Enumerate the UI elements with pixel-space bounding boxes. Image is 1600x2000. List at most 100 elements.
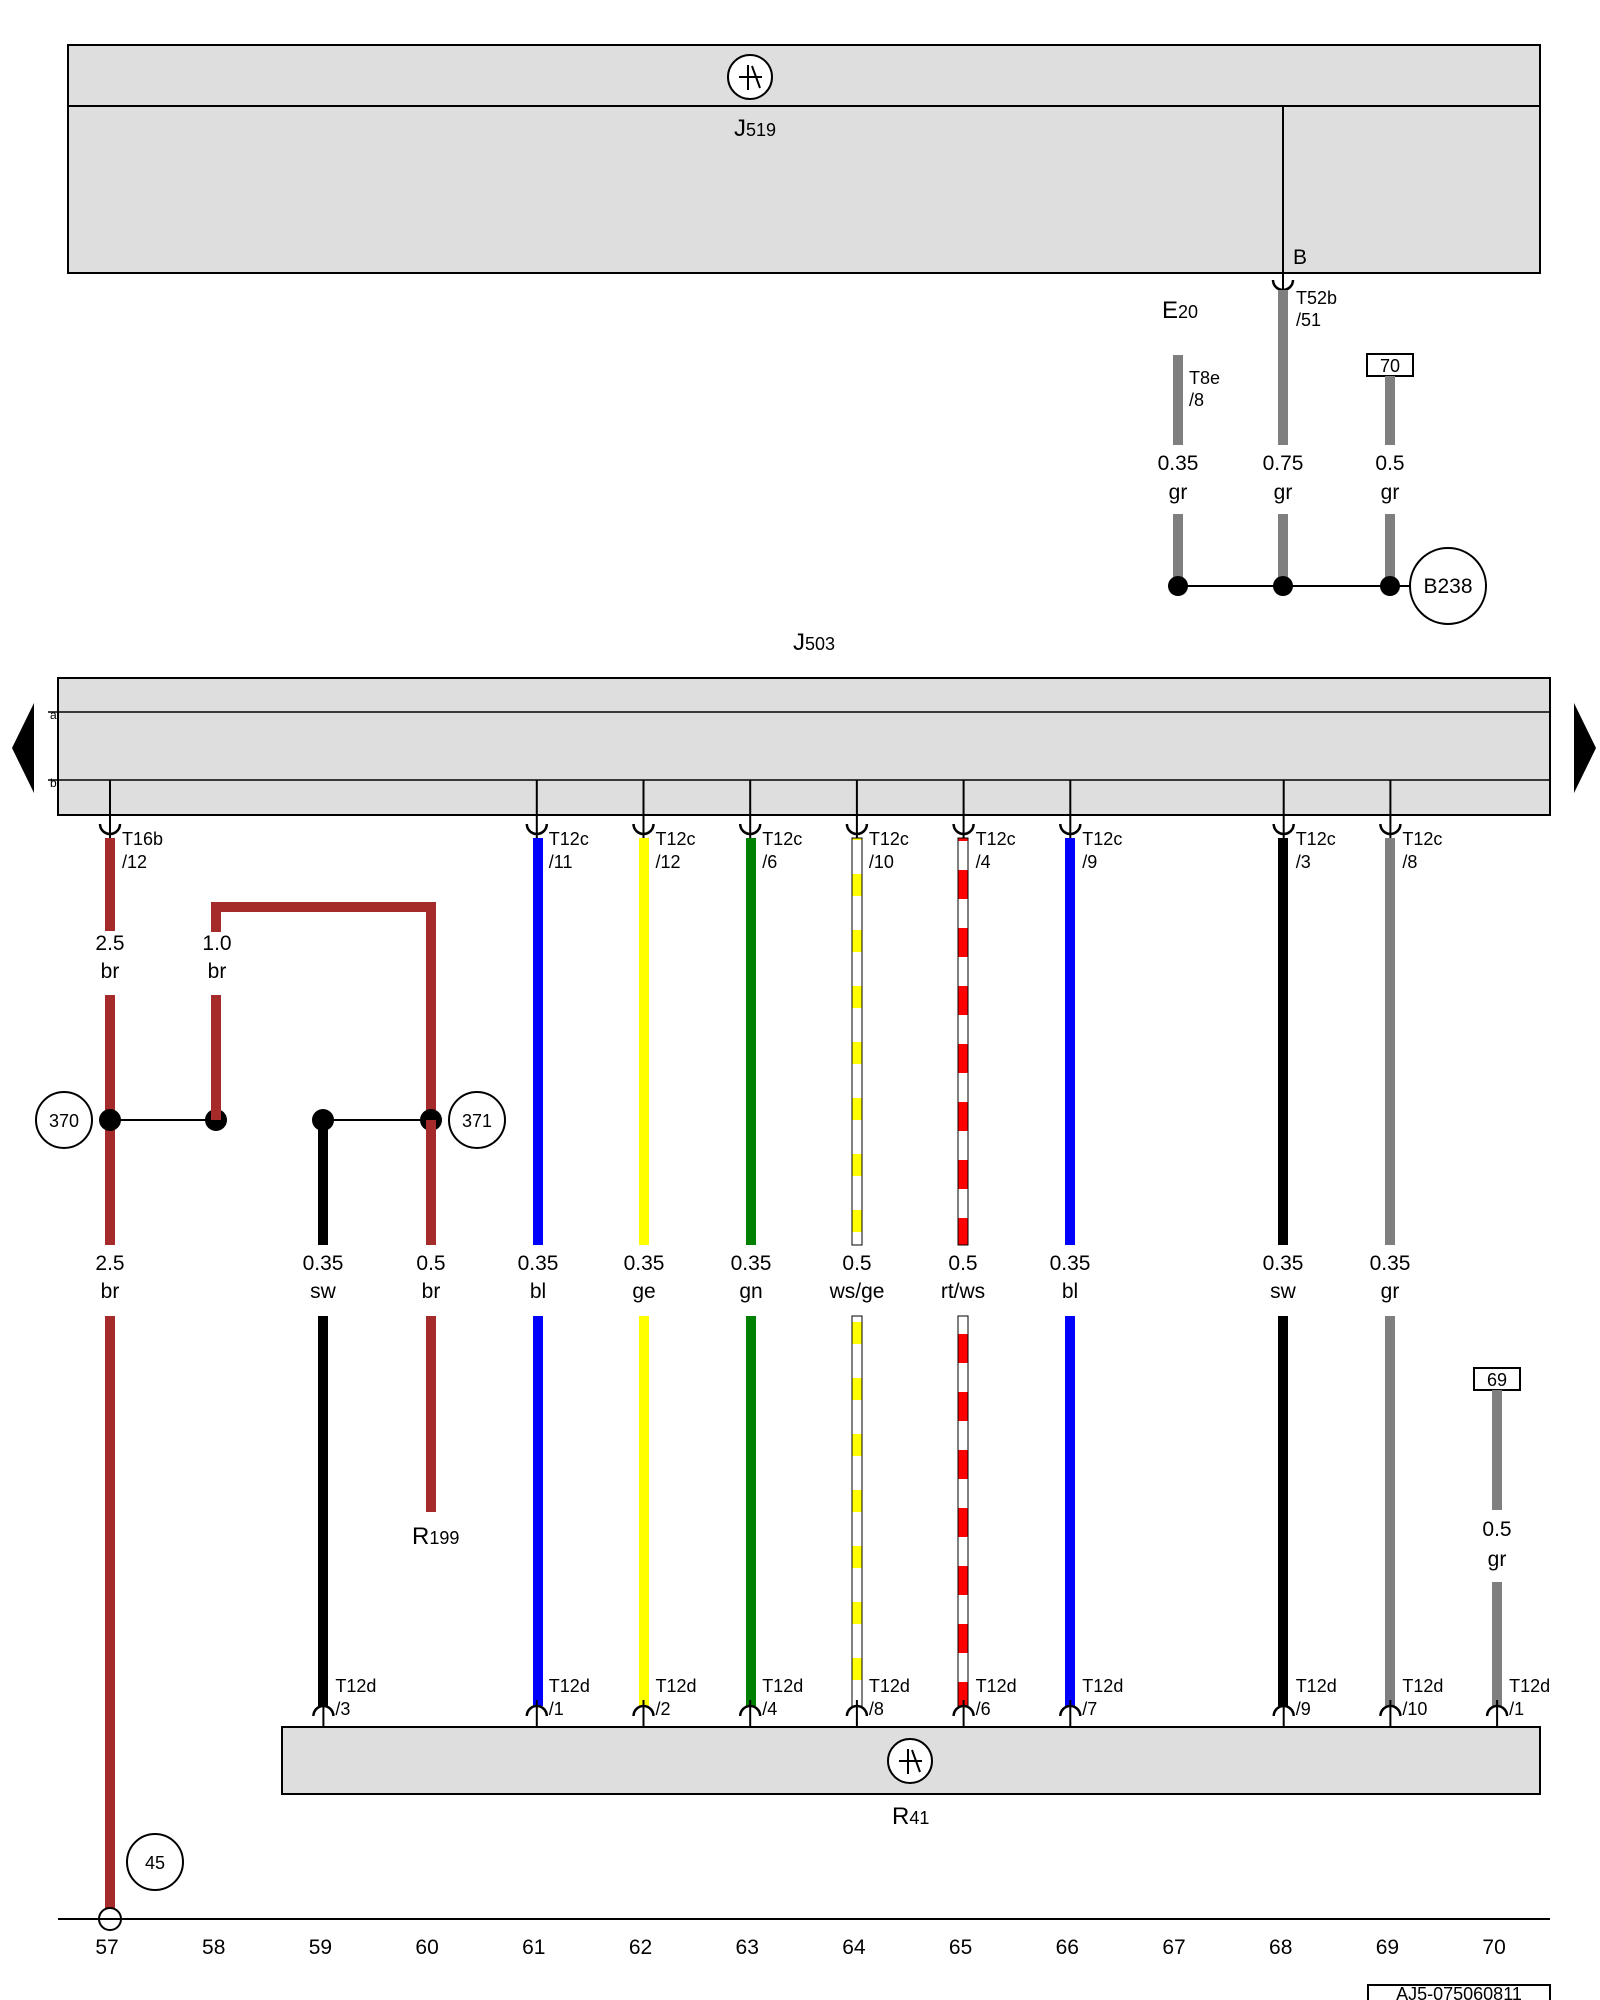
wire-70-lower-seg [1492, 1582, 1502, 1706]
wire-57-upper-color: br [101, 960, 120, 983]
pin-t12d-1b: T12d/1 [1485, 1676, 1550, 1727]
r41-label: R41 [892, 1803, 929, 1830]
wire-66: 0.35 bl [1050, 838, 1091, 1706]
doc-id-label: AJ5-075060811 [1396, 1984, 1522, 2000]
wire-69-lower [1385, 1316, 1395, 1706]
e20-branch: E20 T8e /8 0.35 gr [1158, 297, 1220, 586]
wire-64-upper [851, 837, 863, 1246]
wire-57-size: 2.5 [95, 1252, 124, 1275]
pin-label-line1: T12c [976, 829, 1016, 849]
pin-t12d-7: T12d/7 [1059, 1676, 1123, 1727]
wire-b-lower [1278, 514, 1288, 586]
pin-label-line2: /3 [1296, 852, 1311, 872]
pin-t52b-51-line2: /51 [1296, 310, 1321, 330]
column-number: 60 [415, 1936, 438, 1959]
wire-70-lower [1385, 514, 1395, 586]
wire-62-lower [639, 1316, 649, 1706]
wire-61-color: bl [530, 1280, 546, 1303]
column-number: 59 [309, 1936, 332, 1959]
wire-68-size: 0.35 [1263, 1252, 1304, 1275]
ref70-branch: 70 0.5 gr [1366, 353, 1414, 586]
c45-circle [126, 1833, 184, 1891]
pin-label-line2: /6 [976, 1699, 991, 1719]
wire-59-size: 0.35 [303, 1252, 344, 1275]
pin-t12c-9: T12c/9 [1059, 780, 1122, 872]
pin-label-line2: /4 [762, 1699, 777, 1719]
pin-label-line2: /2 [656, 1699, 671, 1719]
wire-64-size: 0.5 [842, 1252, 871, 1275]
column-number: 63 [736, 1936, 759, 1959]
column-number: 66 [1056, 1936, 1079, 1959]
bus-a-label: a [50, 708, 57, 722]
wire-70-b-size: 0.5 [1482, 1518, 1511, 1541]
j503-control-unit: J503 a b [12, 629, 1596, 816]
wire-63-lower [746, 1316, 756, 1706]
wire-65-color: rt/ws [941, 1280, 985, 1303]
wire-69: 0.35 gr [1370, 838, 1410, 1706]
pin-t12d-8: T12d/8 [845, 1676, 910, 1727]
pin-t12c-11: T12c/11 [525, 780, 589, 872]
column-number: 69 [1376, 1936, 1399, 1959]
c370-circle [35, 1091, 93, 1149]
column-number: 65 [949, 1936, 972, 1959]
pin-label-line1: T12d [1509, 1676, 1550, 1696]
pin-label-line1: T16b [122, 829, 163, 849]
wire-e20-lower [1173, 514, 1183, 586]
pin-t12c-8: T12c/8 [1379, 780, 1442, 872]
bus-b-label: b [50, 776, 57, 790]
pin-label-line2: /1 [1509, 1699, 1524, 1719]
pin-label-line1: T12d [549, 1676, 590, 1696]
continue-left-arrow[interactable] [12, 703, 34, 793]
pin-label-line2: /4 [976, 852, 991, 872]
pin-label-line2: /12 [122, 852, 147, 872]
wire-b-upper [1278, 290, 1288, 445]
wire-63: 0.35 gn [731, 838, 771, 1706]
wire-68-color: sw [1270, 1280, 1297, 1303]
splice-dot [1168, 576, 1188, 596]
wire-65-lower [957, 1315, 969, 1707]
pin-label-line1: T12d [869, 1676, 910, 1696]
wire-70-b-color: gr [1488, 1548, 1507, 1571]
wire-59-lower [318, 1316, 328, 1706]
wire-68-upper [1278, 838, 1288, 1245]
j519-label: J519 [734, 115, 776, 142]
pin-t12c-3: T12c/3 [1272, 780, 1336, 872]
wire-62-color: ge [632, 1280, 655, 1303]
wire-58-lower [211, 995, 221, 1120]
pin-label-line2: /3 [335, 1699, 350, 1719]
pin-t12d-6: T12d/6 [952, 1676, 1017, 1727]
j519-control-unit: J519 B [67, 44, 1541, 274]
wire-57-seg1 [105, 838, 115, 931]
wire-57-color: br [101, 1280, 120, 1303]
pin-t12c-4: T12c/4 [952, 780, 1016, 872]
ref-box-70-label: 70 [1380, 356, 1400, 376]
column-number: 62 [629, 1936, 652, 1959]
b238-label: B238 [1423, 575, 1472, 598]
wire-e20-color: gr [1169, 481, 1188, 504]
pin-label-line1: T12d [1402, 1676, 1443, 1696]
r41-electronic-icon [887, 1738, 933, 1784]
pin-t8e-8-line1: T8e [1189, 368, 1220, 388]
continue-right-arrow[interactable] [1574, 703, 1596, 793]
pin-t12d-9: T12d/9 [1272, 1676, 1337, 1727]
pin-label-line2: /8 [1402, 852, 1417, 872]
wire-64-lower [851, 1315, 863, 1707]
c45-label: 45 [145, 1853, 165, 1873]
wire-69-color: gr [1381, 1280, 1400, 1303]
pin-label-line1: T12c [1082, 829, 1122, 849]
wire-66-size: 0.35 [1050, 1252, 1091, 1275]
wire-60-upper [426, 902, 436, 1120]
wire-59-color: sw [310, 1280, 337, 1303]
pin-label-line2: /11 [549, 852, 573, 872]
pin-label-line2: /9 [1082, 852, 1097, 872]
wire-61-lower [533, 1316, 543, 1706]
pin-label-line1: T12d [335, 1676, 376, 1696]
e20-label: E20 [1162, 297, 1198, 324]
wire-e20-upper [1173, 355, 1183, 445]
wire-70-color: gr [1381, 481, 1400, 504]
wire-70-upper [1385, 376, 1395, 445]
pin-label-line1: T12d [1082, 1676, 1123, 1696]
c371-circle [448, 1091, 506, 1149]
